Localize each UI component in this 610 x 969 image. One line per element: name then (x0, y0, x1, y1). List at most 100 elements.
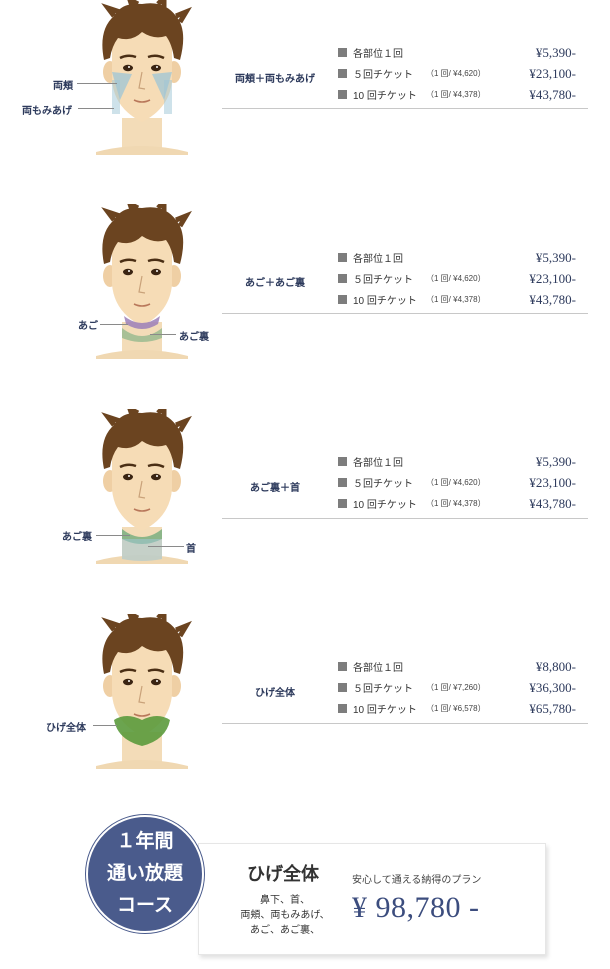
area-label-sideburns: 両もみあげ (22, 106, 72, 117)
plan-label: ５回チケット (353, 275, 413, 286)
price-row: ５回チケット （1 回/ ¥7,260） ¥36,300- (338, 677, 588, 698)
per-unit-price: （1 回/ ¥4,378） (426, 90, 486, 99)
plan-price: ¥43,780- (529, 86, 576, 102)
leader-line (77, 83, 117, 84)
plan-price: ¥5,390- (535, 453, 576, 469)
plan-label: ５回チケット (353, 479, 413, 490)
price-row: 10 回チケット （1 回/ ¥4,378） ¥43,780- (338, 84, 588, 105)
area-name: 両頬＋両もみあげ (235, 74, 315, 85)
section-divider (222, 723, 588, 724)
price-list: 各部位１回 ¥8,800- ５回チケット （1 回/ ¥7,260） ¥36,3… (338, 656, 588, 719)
face-illustration (92, 409, 192, 564)
badge-line: １年間 (116, 831, 174, 852)
badge-line: コース (116, 895, 174, 916)
price-list: 各部位１回 ¥5,390- ５回チケット （1 回/ ¥4,620） ¥23,1… (338, 247, 588, 310)
course-parts-line: 鼻下、首、 (260, 895, 310, 906)
per-unit-price: （1 回/ ¥6,578） (426, 704, 486, 713)
plan-section-chin-underchin: あご あご裏 あご＋あご裏 各部位１回 ¥5,390- ５回チケット （1 回/… (0, 204, 610, 374)
leader-line (100, 324, 128, 325)
plan-price: ¥43,780- (529, 495, 576, 511)
plan-label: 10 回チケット (353, 500, 417, 511)
bullet-square (338, 90, 347, 99)
badge-text: １年間 通い放題 コース (107, 826, 183, 922)
plan-label: 各部位１回 (353, 49, 403, 60)
area-label-neck: 首 (186, 544, 196, 555)
plan-price: ¥5,390- (535, 44, 576, 60)
bullet-square (338, 69, 347, 78)
plan-price: ¥5,390- (535, 249, 576, 265)
bullet-square (338, 499, 347, 508)
area-label-chin: あご (78, 321, 98, 332)
face-illustration (92, 614, 192, 769)
badge-line: 通い放題 (106, 863, 183, 884)
plan-price: ¥23,100- (529, 65, 576, 81)
area-name: あご＋あご裏 (245, 278, 305, 289)
per-unit-price: （1 回/ ¥4,620） (426, 478, 486, 487)
section-divider (222, 518, 588, 519)
bullet-square (338, 704, 347, 713)
per-unit-price: （1 回/ ¥7,260） (426, 683, 486, 692)
plan-label: ５回チケット (353, 70, 413, 81)
plan-label: 各部位１回 (353, 254, 403, 265)
price-row: 10 回チケット （1 回/ ¥4,378） ¥43,780- (338, 289, 588, 310)
price-list: 各部位１回 ¥5,390- ５回チケット （1 回/ ¥4,620） ¥23,1… (338, 451, 588, 514)
plan-section-underchin-neck: あご裏 首 あご裏＋首 各部位１回 ¥5,390- ５回チケット （1 回/ ¥… (0, 409, 610, 579)
per-unit-price: （1 回/ ¥4,378） (426, 499, 486, 508)
face-illustration (92, 204, 192, 359)
plan-section-full-beard: ひげ全体 ひげ全体 各部位１回 ¥8,800- ５回チケット （1 回/ ¥7,… (0, 614, 610, 784)
section-divider (222, 108, 588, 109)
area-label-full-beard: ひげ全体 (46, 723, 86, 734)
leader-line (150, 334, 176, 335)
price-row: 各部位１回 ¥5,390- (338, 247, 588, 268)
area-label-cheeks: 両頬 (53, 81, 73, 92)
price-row: ５回チケット （1 回/ ¥4,620） ¥23,100- (338, 268, 588, 289)
plan-label: ５回チケット (353, 684, 413, 695)
plan-price: ¥36,300- (529, 679, 576, 695)
bullet-square (338, 253, 347, 262)
face-illustration (92, 0, 192, 155)
per-unit-price: （1 回/ ¥4,620） (426, 69, 486, 78)
leader-line (96, 535, 130, 536)
price-row: 各部位１回 ¥5,390- (338, 42, 588, 63)
section-divider (222, 313, 588, 314)
plan-label: 各部位１回 (353, 663, 403, 674)
course-parts-line: 両頬、両もみあげ、 (240, 910, 330, 921)
price-row: 10 回チケット （1 回/ ¥6,578） ¥65,780- (338, 698, 588, 719)
plan-price: ¥43,780- (529, 291, 576, 307)
price-row: ５回チケット （1 回/ ¥4,620） ¥23,100- (338, 63, 588, 84)
bullet-square (338, 457, 347, 466)
bullet-square (338, 478, 347, 487)
annual-course-badge: １年間 通い放題 コース (86, 815, 204, 933)
plan-price: ¥8,800- (535, 658, 576, 674)
plan-section-cheeks-sideburns: 両頬 両もみあげ 両頬＋両もみあげ 各部位１回 ¥5,390- ５回チケット （… (0, 0, 610, 170)
price-row: ５回チケット （1 回/ ¥4,620） ¥23,100- (338, 472, 588, 493)
price-list: 各部位１回 ¥5,390- ５回チケット （1 回/ ¥4,620） ¥23,1… (338, 42, 588, 105)
bullet-square (338, 662, 347, 671)
area-name: ひげ全体 (255, 688, 295, 699)
price-row: 10 回チケット （1 回/ ¥4,378） ¥43,780- (338, 493, 588, 514)
plan-price: ¥65,780- (529, 700, 576, 716)
bullet-square (338, 683, 347, 692)
plan-label: 各部位１回 (353, 458, 403, 469)
plan-label: 10 回チケット (353, 705, 417, 716)
plan-label: 10 回チケット (353, 296, 417, 307)
course-title: ひげ全体 (247, 864, 319, 884)
per-unit-price: （1 回/ ¥4,620） (426, 274, 486, 283)
course-price: ¥ 98,780 - (352, 891, 480, 924)
course-parts: 鼻下、首、 両頬、両もみあげ、 あご、あご裏、 (230, 893, 340, 938)
price-row: 各部位１回 ¥5,390- (338, 451, 588, 472)
bullet-square (338, 295, 347, 304)
course-tagline: 安心して通える納得のプラン (352, 875, 482, 886)
area-name: あご裏＋首 (250, 483, 300, 494)
course-parts-line: あご、あご裏、 (250, 925, 320, 936)
area-label-underchin: あご裏 (179, 332, 209, 343)
annual-course-card (198, 843, 546, 955)
leader-line (78, 108, 114, 109)
plan-price: ¥23,100- (529, 474, 576, 490)
plan-price: ¥23,100- (529, 270, 576, 286)
plan-label: 10 回チケット (353, 91, 417, 102)
per-unit-price: （1 回/ ¥4,378） (426, 295, 486, 304)
leader-line (148, 546, 184, 547)
bullet-square (338, 274, 347, 283)
bullet-square (338, 48, 347, 57)
